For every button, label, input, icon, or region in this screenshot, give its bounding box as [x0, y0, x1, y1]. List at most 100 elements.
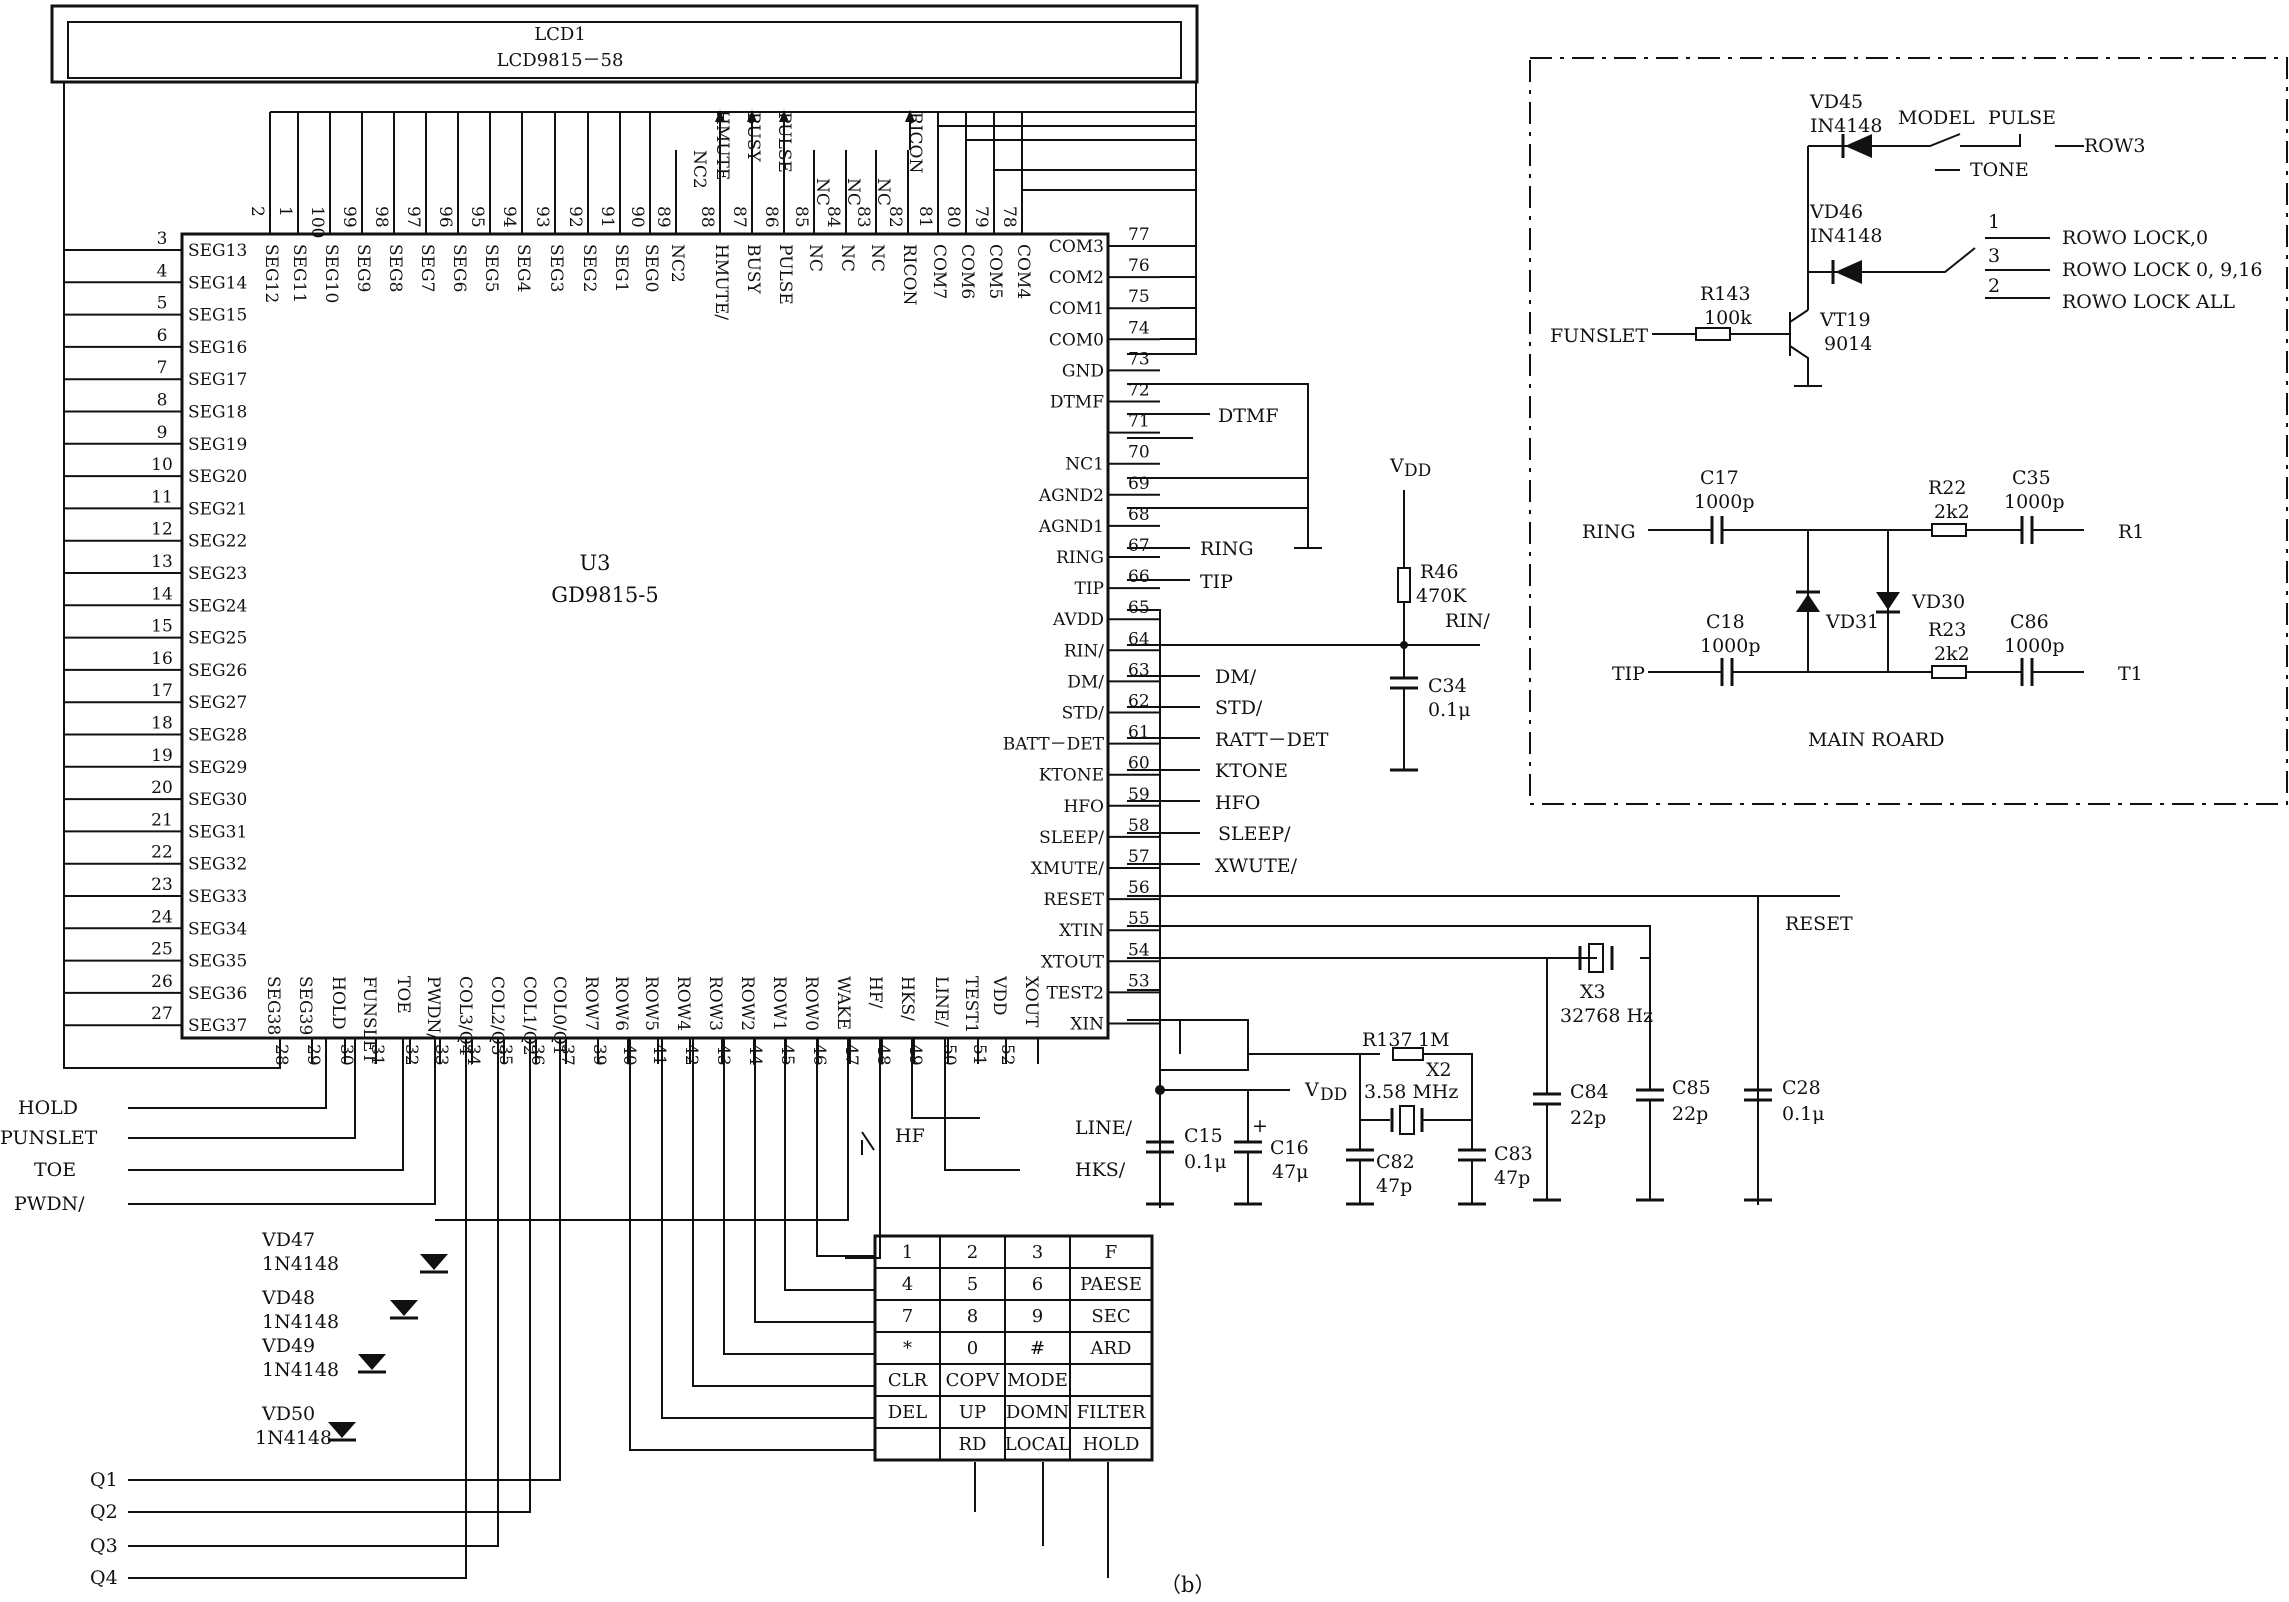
left-pin-num: 25 [151, 940, 173, 960]
bottom-pin-num: 52 [997, 1044, 1017, 1066]
top-pin-name: SEG11 [289, 244, 309, 303]
right-pin-group: 77COM376COM275COM174COM073GND72DTMF7170N… [1003, 225, 1196, 1035]
bottom-pin-num: 35 [495, 1044, 515, 1066]
top-ext-busy: BUSY [743, 112, 763, 162]
bottom-pin-name: FUNSLET [359, 976, 379, 1064]
keypad-key-label: * [903, 1338, 912, 1359]
left-pin-name: SEG24 [188, 596, 247, 616]
ext-hks: HKS/ [1075, 1159, 1126, 1181]
left-pin-num: 23 [151, 875, 173, 895]
right-pin-num: 77 [1128, 225, 1150, 245]
left-pin-name: SEG29 [188, 758, 247, 778]
bottom-pin-num: 51 [969, 1044, 989, 1066]
right-pin-num: 70 [1128, 443, 1150, 463]
ext-ring: RING [1200, 538, 1254, 560]
c86-val: 1000p [2004, 635, 2065, 657]
right-pin-num: 60 [1128, 754, 1150, 774]
keypad-key-label: 7 [902, 1306, 913, 1327]
vd50-part: 1N4148 [255, 1427, 332, 1449]
left-pin-num: 17 [151, 681, 173, 701]
left-pin-num: 26 [151, 972, 173, 992]
vd49-part: 1N4148 [262, 1359, 339, 1381]
left-ext-punslet: PUNSLET [0, 1127, 98, 1149]
vd50-ref: VD50 [261, 1403, 315, 1425]
right-pin-name: TEST2 [1046, 983, 1104, 1003]
c82-ref: C82 [1376, 1151, 1415, 1173]
left-pin-num: 6 [157, 326, 168, 346]
keypad-frame [873, 1234, 1154, 1462]
left-pin-num: 24 [151, 907, 173, 927]
keypad-key-label: 1 [902, 1242, 913, 1263]
q-label-3: Q3 [90, 1535, 118, 1557]
vd30-ref: VD30 [1911, 591, 1965, 613]
inset-title: MAIN ROARD [1808, 729, 1945, 751]
keypad-key-label: RD [959, 1434, 987, 1455]
top-pin-num: 85 [791, 206, 811, 228]
inset-r1: R1 [2118, 521, 2144, 543]
q-label-1: Q1 [90, 1469, 118, 1491]
top-pin-name: COM7 [929, 244, 949, 299]
left-pin-group: 3SEG134SEG145SEG156SEG167SEG178SEG189SEG… [64, 229, 247, 1036]
c15-val: 0.1μ [1184, 1151, 1227, 1173]
bottom-pin-num: 31 [367, 1044, 387, 1066]
keypad-key [874, 1427, 941, 1461]
right-pin-num: 76 [1128, 256, 1150, 276]
right-pin-name: HFO [1063, 797, 1104, 817]
right-pin-name: COM1 [1049, 299, 1104, 319]
keypad-key-label: ARD [1090, 1338, 1132, 1359]
r46-vdd-sub: DD [1404, 461, 1431, 481]
ext-reset: RESET [1785, 913, 1853, 935]
keypad-key-label: COPV [946, 1370, 1001, 1391]
c16-plus: + [1252, 1115, 1268, 1137]
left-pin-num: 16 [151, 649, 173, 669]
ext-sleep: SLEEP/ [1218, 823, 1291, 845]
top-ext-arrow [715, 110, 725, 122]
inset-main-board: VD45 IN4148 MODEL PULSE TONE ROW3 VD46 I… [1529, 57, 2288, 805]
bottom-pin-name: SEG39 [295, 976, 315, 1035]
ext-rin: RIN/ [1445, 610, 1490, 632]
inset-t1: T1 [2118, 663, 2143, 685]
vd47-part: 1N4148 [262, 1253, 339, 1275]
top-pin-num: 99 [339, 206, 359, 228]
right-pin-num: 75 [1128, 287, 1150, 307]
inset-tip: TIP [1612, 663, 1645, 685]
lcd-module: LCD1 LCD9815－58 [50, 4, 1199, 84]
keypad-key-label: SEC [1091, 1306, 1130, 1327]
keypad-key-label: 5 [967, 1274, 978, 1295]
right-pin-name: XTOUT [1041, 952, 1105, 972]
vd48-ref: VD48 [261, 1287, 315, 1309]
right-pin-num: 55 [1128, 909, 1150, 929]
vt19-val: 9014 [1824, 333, 1872, 355]
left-ext-toe: TOE [34, 1159, 76, 1181]
x3-val: 32768 Hz [1560, 1005, 1653, 1027]
top-pin-name: SEG3 [546, 244, 566, 292]
keypad-key-label: MODE [1007, 1370, 1068, 1391]
bottom-pin-name: WAKE [833, 976, 853, 1030]
c84-val: 22p [1570, 1107, 1606, 1129]
ext-std: STD/ [1215, 697, 1263, 719]
right-pin-name: STD/ [1062, 704, 1105, 724]
left-pin-name: SEG16 [188, 338, 247, 358]
left-pin-num: 21 [151, 810, 173, 830]
top-pin-num: 1 [275, 206, 295, 217]
keypad-key-label: CLR [888, 1370, 928, 1391]
top-pin-num: 100 [307, 206, 327, 238]
bottom-pin-name: ROW2 [737, 976, 757, 1031]
keypad-key-label: UP [959, 1402, 986, 1423]
top-external-labels: NC2 HMUTE BUSY PULSE NC NC NC RICON [689, 110, 925, 206]
left-ext-hold: HOLD [18, 1097, 78, 1119]
bottom-pin-name: SEG38 [263, 976, 283, 1035]
right-pin-name: COM2 [1049, 268, 1104, 288]
c18-ref: C18 [1706, 611, 1745, 633]
keypad-key-label: 6 [1032, 1274, 1043, 1295]
keypad-key-label: 9 [1032, 1306, 1043, 1327]
right-pin-name: COM0 [1049, 330, 1104, 350]
right-pin-name: XIN [1070, 1015, 1104, 1035]
right-pin-name: COM3 [1049, 237, 1104, 257]
bottom-pin-name: ROW0 [801, 976, 821, 1031]
top-pin-name: RICON [899, 244, 919, 305]
r22-val: 2k2 [1934, 501, 1970, 523]
bottom-pin-name: VDD [989, 975, 1009, 1016]
top-pin-name: NC2 [667, 244, 687, 283]
